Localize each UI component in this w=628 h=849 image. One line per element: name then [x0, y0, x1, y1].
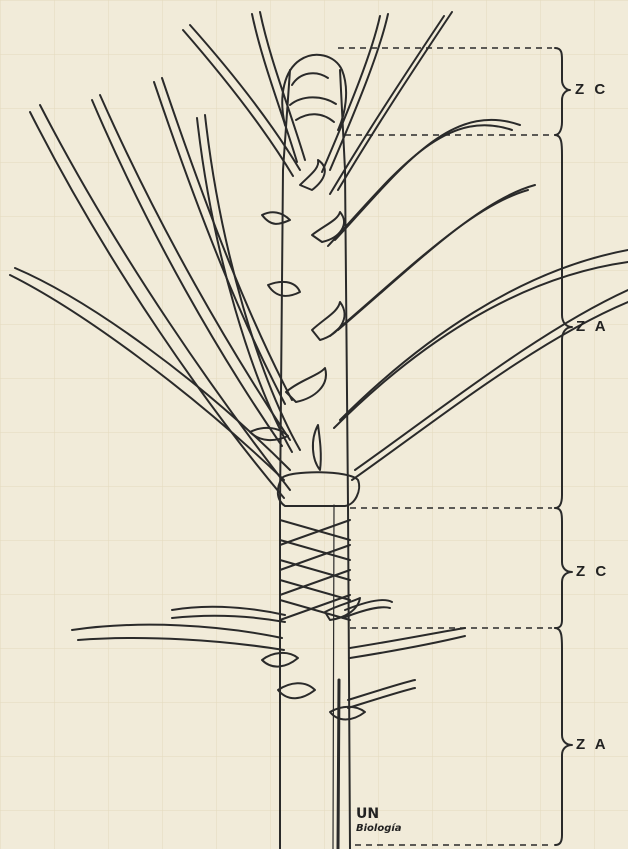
credit-logo: UN [356, 806, 379, 822]
zone-label-za-upper: Z A [576, 318, 609, 335]
credit-subtitle: Biología [356, 823, 402, 834]
zone-label-zc-lower: Z C [576, 563, 609, 580]
zone-label-zc-upper: Z C [575, 81, 608, 98]
zone-label-za-lower: Z A [576, 736, 609, 753]
